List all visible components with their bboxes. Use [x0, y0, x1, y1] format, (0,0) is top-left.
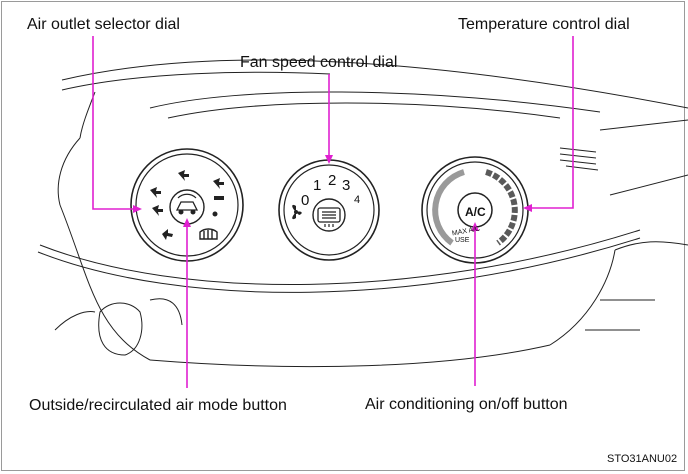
callout-lines [92, 36, 574, 388]
air-outlet-selector-label: Air outlet selector dial [27, 16, 180, 33]
ac-button-label: A/C [465, 205, 486, 219]
fan-speed-control-label: Fan speed control dial [240, 54, 398, 71]
use-text: USE [455, 237, 470, 244]
airflow-bilevel-icon [150, 187, 163, 216]
figure-code: STO31ANU02 [607, 453, 678, 465]
fan-speed-3: 3 [342, 177, 351, 194]
callout-arrowheads [133, 155, 532, 231]
recirculate-car-icon [169, 189, 205, 225]
temperature-control-label: Temperature control dial [458, 16, 630, 33]
dashboard-outline [37, 59, 688, 368]
outside-recirculated-label: Outside/recirculated air mode button [29, 397, 287, 414]
cool-range-arc [432, 169, 465, 246]
defrost-icon [199, 228, 218, 240]
airflow-face-icon [178, 170, 189, 181]
warm-range-arc [485, 169, 518, 246]
air-outlet-callout [92, 36, 136, 210]
temperature-callout [529, 36, 574, 209]
fan-speed-2: 2 [328, 172, 337, 189]
fan-speed-1: 1 [313, 177, 322, 194]
fan-speed-0: 0 [301, 192, 310, 209]
fan-speed-4: 4 [354, 194, 361, 206]
airflow-feet-defrost-icon [213, 178, 224, 200]
fan-icon [292, 204, 302, 220]
rear-defogger-icon [312, 198, 346, 232]
airflow-feet-icon [162, 229, 173, 240]
air-conditioning-label: Air conditioning on/off button [365, 396, 568, 413]
